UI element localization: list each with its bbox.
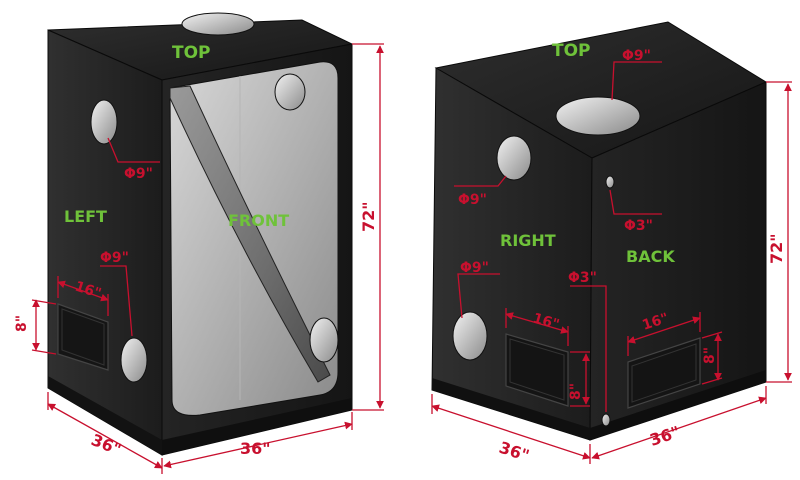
tent-right-vent-lower-label: Φ9" — [460, 260, 489, 276]
tent-left-depth-label: 36" — [89, 430, 124, 459]
tent-right-side-vent-lower — [452, 311, 488, 361]
tent-left-side-vent-upper — [90, 99, 118, 145]
tent-right-height-ext — [766, 81, 792, 383]
tent-left-height-label: 72" — [359, 201, 378, 232]
tent-right-side-vent-upper — [496, 135, 532, 181]
tent-left-top-label: TOP — [172, 43, 211, 63]
tent-left-vent-upper-leader — [107, 137, 160, 163]
tent-right-side-window-width-label: 16" — [531, 310, 561, 333]
tent-right-width-dim — [591, 396, 767, 460]
tent-right-vent-upper-leader — [454, 175, 507, 187]
tent-left-side-vent-lower — [120, 337, 148, 383]
tent-right-side-window-height-label: 8" — [568, 383, 584, 400]
tent-left-inner-vent — [274, 73, 306, 111]
tent-right-vent-upper-label: Φ9" — [458, 192, 487, 208]
tent-left: TOP LEFT FRONT Φ9" Φ9" 16" 8" 72" 36" 36… — [14, 12, 384, 474]
tent-left-height-ext — [352, 43, 384, 411]
tent-right-port-corner-label: Φ3" — [568, 270, 597, 286]
tent-left-inner-lower-vent — [309, 317, 339, 363]
tent-right-corner-port — [601, 413, 611, 427]
tent-left-top-vent — [181, 12, 255, 36]
tent-left-door-flap — [169, 85, 331, 383]
tent-right-back-window-height-label: 8" — [702, 347, 718, 364]
tent-right-back-window — [627, 337, 701, 409]
tent-right-port-back-leader — [609, 189, 662, 215]
tent-right-vent-top-label: Φ9" — [622, 48, 651, 64]
tent-left-window-width-dim — [57, 280, 109, 302]
tent-right-depth-label: 36" — [497, 438, 532, 466]
tent-right-right-label: RIGHT — [500, 231, 556, 250]
tent-right-port-corner-leader — [570, 285, 607, 412]
tent-left-left-label: LEFT — [64, 207, 107, 226]
tent-right-height-label: 72" — [767, 233, 786, 264]
tent-right-back-label: BACK — [626, 247, 675, 266]
tent-left-window-width-label: 16" — [73, 279, 103, 302]
tent-left-depth-dim — [47, 403, 163, 469]
tent-left-front-label: FRONT — [228, 211, 289, 230]
tent-right-vent-lower-leader — [457, 273, 500, 319]
tent-right-depth-dim — [431, 404, 591, 460]
tent-right-back-window-width-label: 16" — [640, 310, 670, 333]
tent-right-side-window-width-dim — [505, 312, 569, 334]
tent-right-top-label: TOP — [552, 41, 591, 61]
tent-right-top-vent — [555, 96, 641, 136]
tent-left-width-label: 36" — [240, 439, 271, 458]
tent-left-vent-lower-leader — [100, 265, 133, 337]
tent-left-vent-lower-label: Φ9" — [100, 250, 129, 266]
tent-right: TOP RIGHT BACK Φ9" Φ9" Φ9" Φ3" Φ3" 16" 8… — [431, 21, 792, 466]
tent-right-width-label: 36" — [647, 422, 682, 450]
tent-left-window-height-label: 8" — [14, 315, 30, 332]
tent-right-back-window-width-dim — [627, 316, 701, 344]
tent-left-vent-upper-label: Φ9" — [124, 166, 153, 182]
tent-right-vent-top-leader — [611, 61, 662, 101]
tent-right-back-port — [605, 175, 615, 189]
tent-left-width-dim — [163, 421, 353, 469]
tent-right-port-back-label: Φ3" — [624, 218, 653, 234]
